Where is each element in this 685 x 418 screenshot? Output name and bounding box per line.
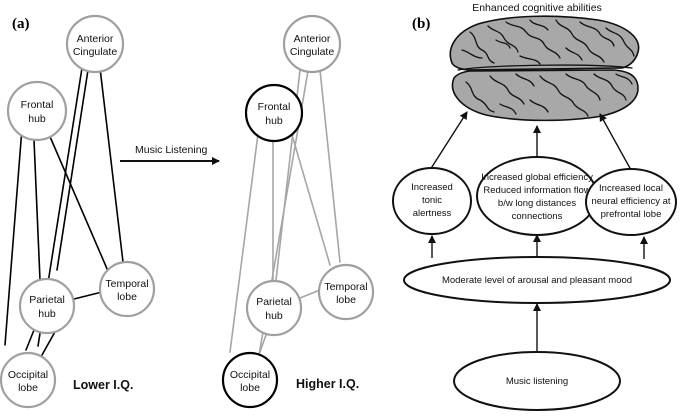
global-line2: Reduced information flow bbox=[483, 185, 590, 196]
hedge-parietal-temporal bbox=[299, 289, 321, 299]
tonic-line2: tonic bbox=[422, 195, 442, 206]
tonic-line1: Increased bbox=[411, 182, 453, 193]
panel-b-arrows bbox=[428, 111, 648, 352]
higher-frontal-line1: Frontal bbox=[258, 101, 291, 113]
lower-iq-nodes: Anterior Cingulate Frontal hub Temporal … bbox=[0, 14, 156, 409]
lower-frontal-line2: hub bbox=[28, 113, 46, 125]
higher-anterior-line1: Anterior bbox=[294, 33, 331, 45]
lower-iq-caption: Lower I.Q. bbox=[73, 378, 133, 392]
music-label: Music listening bbox=[506, 376, 568, 387]
hedge-frontal-occipital bbox=[229, 133, 259, 353]
higher-occipital-line2: lobe bbox=[240, 382, 260, 394]
brain-icon bbox=[449, 15, 640, 122]
lower-anterior-line1: Anterior bbox=[77, 33, 114, 45]
higher-node-occipital-lobe: Occipital lobe bbox=[221, 351, 279, 409]
lower-occipital-line1: Occipital bbox=[8, 369, 48, 381]
music-listening-node: Music listening bbox=[453, 351, 621, 411]
local-line3: prefrontal lobe bbox=[601, 209, 662, 220]
local-line2: neural efficiency at bbox=[591, 196, 670, 207]
higher-parietal-line2: hub bbox=[265, 310, 283, 322]
arousal-mood-node: Moderate level of arousal and pleasant m… bbox=[403, 256, 671, 304]
music-listening-arrow-label: Music Listening bbox=[135, 144, 208, 156]
higher-parietal-line1: Parietal bbox=[256, 296, 292, 308]
hedge-anterior-temporal bbox=[319, 69, 341, 263]
lower-node-occipital-lobe: Occipital lobe bbox=[0, 351, 57, 409]
higher-iq-nodes: Anterior Cingulate Frontal hub Temporal … bbox=[221, 14, 375, 409]
lower-anterior-line2: Cingulate bbox=[73, 46, 118, 58]
lower-parietal-line2: hub bbox=[38, 308, 56, 320]
higher-iq-caption: Higher I.Q. bbox=[296, 377, 359, 391]
mood-label: Moderate level of arousal and pleasant m… bbox=[442, 275, 632, 286]
panel-b-label: (b) bbox=[412, 16, 430, 32]
arrow-right-box-to-brain bbox=[599, 113, 632, 171]
higher-node-anterior-cingulate: Anterior Cingulate bbox=[282, 14, 342, 74]
hedge-frontal-temporal bbox=[289, 127, 331, 266]
edge-parietal-occipital-1 bbox=[25, 329, 35, 351]
global-line3: b/w long distances bbox=[498, 198, 576, 209]
global-efficiency-node: Increased global efficiency Reduced info… bbox=[476, 156, 598, 236]
higher-node-parietal-hub: Parietal hub bbox=[245, 279, 303, 337]
higher-frontal-line2: hub bbox=[265, 115, 283, 127]
edge-frontal-occipital bbox=[4, 127, 23, 346]
lower-node-temporal-lobe: Temporal lobe bbox=[98, 260, 156, 318]
local-efficiency-node: Increased local neural efficiency at pre… bbox=[585, 168, 677, 236]
edge-frontal-parietal bbox=[33, 139, 41, 281]
global-line1: Increased global efficiency bbox=[481, 172, 593, 183]
hedge-parietal-occipital bbox=[259, 331, 268, 353]
lower-node-frontal-hub: Frontal hub bbox=[6, 80, 68, 142]
arrow-left-box-to-brain bbox=[429, 111, 468, 171]
lower-temporal-line1: Temporal bbox=[105, 278, 148, 290]
edge-parietal-temporal bbox=[69, 291, 103, 301]
brain-title: Enhanced cognitive abilities bbox=[472, 2, 602, 14]
lower-frontal-line1: Frontal bbox=[21, 99, 54, 111]
higher-occipital-line1: Occipital bbox=[230, 369, 270, 381]
tonic-line3: alertness bbox=[413, 208, 452, 219]
panel-a-label: (a) bbox=[12, 16, 30, 32]
higher-temporal-line1: Temporal bbox=[324, 281, 367, 293]
edge-anterior-temporal bbox=[99, 67, 124, 263]
lower-node-parietal-hub: Parietal hub bbox=[18, 277, 76, 335]
lower-parietal-line1: Parietal bbox=[29, 294, 65, 306]
higher-temporal-line2: lobe bbox=[336, 294, 356, 306]
edge-anterior-parietal bbox=[56, 69, 89, 271]
edge-frontal-temporal bbox=[47, 131, 112, 279]
higher-node-frontal-hub: Frontal hub bbox=[244, 83, 304, 143]
higher-node-temporal-lobe: Temporal lobe bbox=[317, 263, 375, 321]
global-line4: connections bbox=[512, 211, 563, 222]
local-line1: Increased local bbox=[599, 183, 663, 194]
lower-occipital-line2: lobe bbox=[18, 382, 38, 394]
lower-node-anterior-cingulate: Anterior Cingulate bbox=[65, 14, 125, 74]
tonic-alertness-node: Increased tonic alertness bbox=[392, 167, 472, 235]
higher-anterior-line2: Cingulate bbox=[290, 46, 335, 58]
edge-parietal-occipital-2 bbox=[41, 329, 57, 356]
lower-temporal-line2: lobe bbox=[117, 291, 137, 303]
music-listening-transition: Music Listening bbox=[120, 144, 220, 165]
